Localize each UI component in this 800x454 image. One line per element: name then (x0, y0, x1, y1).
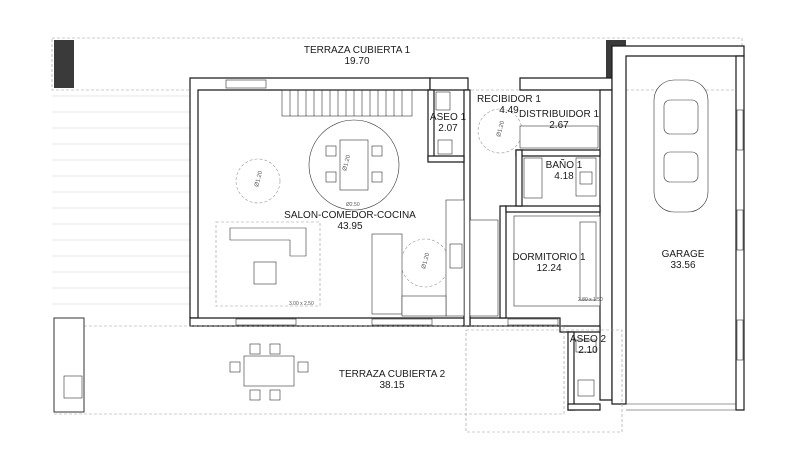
room-area: 4.49 (499, 105, 519, 116)
room-label-terraza-2: TERRAZA CUBIERTA 2 38.15 (339, 369, 445, 391)
room-area: 2.07 (438, 123, 458, 134)
terraza-cubierta-2-area (53, 317, 623, 433)
room-area: 4.18 (554, 171, 574, 182)
room-label-garage: GARAGE 33.56 (662, 249, 705, 271)
bathroom-fixtures (435, 91, 599, 397)
room-label-recibidor: RECIBIDOR 1 4.49 (477, 94, 541, 116)
windows (225, 79, 744, 361)
room-name: RECIBIDOR 1 (477, 94, 541, 105)
room-area: 19.70 (344, 56, 370, 67)
room-name: ASEO 1 (429, 112, 467, 123)
rug-dimension: 3.00 x 2.50 (289, 301, 314, 307)
room-label-distribuidor: DISTRIBUIDOR 1 2.67 (519, 109, 599, 131)
room-label-terraza-1: TERRAZA CUBIERTA 1 19.70 (304, 45, 410, 67)
bedroom-furniture (469, 215, 601, 317)
room-area: 12.24 (536, 263, 562, 274)
room-name: TERRAZA CUBIERTA 1 (303, 45, 411, 56)
table-circle-dimension: Ø2.50 (346, 202, 360, 208)
room-name: TERRAZA CUBIERTA 2 (338, 369, 446, 380)
kitchen (371, 199, 465, 317)
house-walls (189, 77, 613, 411)
room-label-aseo-1: ASEO 1 2.07 (430, 112, 466, 134)
dining-table (308, 119, 400, 211)
room-label-dormitorio: DORMITORIO 1 12.24 (512, 252, 585, 274)
living-furniture (215, 221, 321, 307)
room-name: BAÑO 1 (545, 160, 583, 171)
room-name: GARAGE (661, 249, 705, 260)
stairs (281, 89, 413, 117)
room-name: DORMITORIO 1 (512, 252, 586, 263)
room-label-aseo-2: ASEO 2 2.10 (570, 334, 606, 356)
garage-walls (611, 45, 745, 411)
room-name: ASEO 2 (569, 334, 607, 345)
room-area: 33.56 (670, 260, 696, 271)
room-area: 38.15 (379, 380, 405, 391)
room-label-salon: SALON-COMEDOR-COCINA 43.95 (284, 210, 416, 232)
room-area: 2.10 (578, 345, 598, 356)
pillar (54, 40, 74, 88)
room-label-bano: BAÑO 1 4.18 (546, 160, 583, 182)
room-area: 2.67 (549, 120, 569, 131)
room-name: DISTRIBUIDOR 1 (518, 109, 600, 120)
car (653, 79, 709, 213)
room-name: SALON-COMEDOR-COCINA (284, 210, 416, 221)
room-area: 43.95 (337, 221, 363, 232)
wardrobe-dimension: 2.80 x 1.50 (578, 297, 603, 303)
